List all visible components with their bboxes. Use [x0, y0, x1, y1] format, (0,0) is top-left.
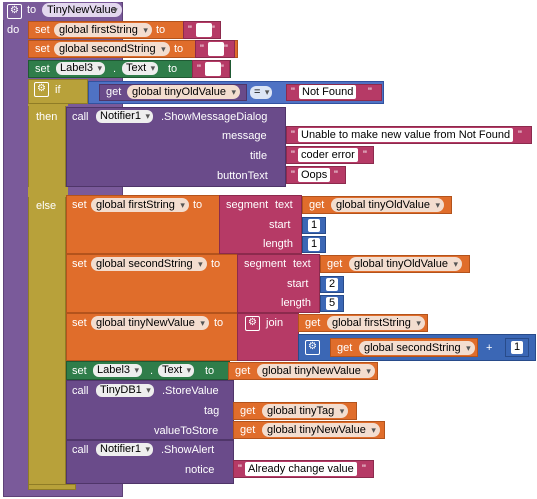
- param-title-label: title: [250, 150, 268, 162]
- if-then-else-block[interactable]: [28, 79, 66, 490]
- set-label: set: [35, 63, 50, 75]
- var-tinyOldValue-field[interactable]: global tinyOldValue: [349, 257, 462, 271]
- segment-block-1[interactable]: [219, 195, 302, 254]
- gear-icon[interactable]: ⚙: [305, 340, 320, 355]
- to-label: to: [193, 199, 203, 211]
- join-label: join: [266, 317, 284, 329]
- segment-length-label: length: [281, 297, 311, 309]
- var-tinyOldValue-field[interactable]: global tinyOldValue: [331, 198, 444, 212]
- get-label: get: [337, 342, 353, 354]
- segment-label: segment: [244, 258, 287, 270]
- var-secondString-field[interactable]: global secondString: [91, 257, 207, 271]
- param-message-label: message: [222, 130, 267, 142]
- method-storeValue: .StoreValue: [162, 385, 219, 397]
- tinydb1-component-dropdown[interactable]: TinyDB1: [96, 384, 154, 397]
- segment-label: segment: [226, 199, 269, 211]
- notifier1-component-dropdown[interactable]: Notifier1: [96, 443, 153, 456]
- var-secondString-field[interactable]: global secondString: [359, 341, 475, 355]
- procedure-name-field[interactable]: TinyNewValue: [42, 3, 122, 17]
- segment-start-label: start: [287, 278, 309, 290]
- param-notice-label: notice: [185, 464, 215, 476]
- label3-component-dropdown[interactable]: Label3: [56, 62, 106, 75]
- number-2[interactable]: 2: [326, 278, 339, 291]
- string-coder-error[interactable]: coder error: [298, 148, 358, 162]
- var-firstString-field[interactable]: global firstString: [54, 23, 152, 37]
- gear-icon[interactable]: ⚙: [245, 316, 260, 331]
- var-firstString-field[interactable]: global firstString: [91, 198, 189, 212]
- var-firstString-field[interactable]: global firstString: [327, 316, 425, 330]
- number-1[interactable]: 1: [308, 219, 321, 232]
- get-label: get: [309, 199, 325, 211]
- call-label: call: [72, 444, 89, 456]
- set-label: set: [72, 199, 87, 211]
- number-1[interactable]: 1: [511, 341, 524, 354]
- method-showAlert: .ShowAlert: [161, 444, 215, 456]
- var-tinyNewValue-field[interactable]: global tinyNewValue: [91, 316, 209, 330]
- text-property-dropdown[interactable]: Text: [122, 62, 159, 75]
- var-tinyOldValue-field[interactable]: global tinyOldValue: [127, 85, 240, 99]
- get-label: get: [305, 317, 321, 329]
- text-property-dropdown[interactable]: Text: [158, 364, 195, 377]
- set-label: set: [72, 317, 87, 329]
- procedure-do-label: do: [7, 24, 20, 36]
- to-label: to: [205, 365, 215, 377]
- segment-start-label: start: [269, 219, 291, 231]
- number-1[interactable]: 1: [308, 238, 321, 251]
- dot-label: .: [150, 365, 154, 377]
- call-label: call: [72, 111, 89, 123]
- get-label: get: [327, 258, 343, 270]
- var-secondString-field[interactable]: global secondString: [54, 42, 170, 56]
- string-already-change[interactable]: Already change value: [245, 462, 357, 476]
- if-label: if: [55, 84, 61, 96]
- var-tinyNewValue-field[interactable]: global tinyNewValue: [257, 364, 375, 378]
- to-label: to: [174, 43, 184, 55]
- set-label: set: [35, 43, 50, 55]
- plus-label: +: [486, 342, 493, 354]
- get-label: get: [106, 86, 122, 98]
- else-label: else: [36, 200, 57, 212]
- set-label: set: [72, 258, 87, 270]
- string-unable-message[interactable]: Unable to make new value from Not Found: [298, 128, 514, 142]
- string-not-found[interactable]: Not Found: [299, 85, 357, 99]
- to-label: to: [156, 24, 166, 36]
- label3-component-dropdown[interactable]: Label3: [93, 364, 143, 377]
- to-label: to: [168, 63, 178, 75]
- equals-operator-dropdown[interactable]: =: [250, 86, 273, 99]
- segment-text-label: text: [293, 258, 311, 270]
- set-label: set: [72, 365, 87, 377]
- number-5[interactable]: 5: [326, 297, 339, 310]
- param-valueToStore-label: valueToStore: [154, 425, 219, 437]
- param-tag-label: tag: [204, 405, 220, 417]
- then-label: then: [36, 111, 58, 123]
- gear-icon[interactable]: ⚙: [7, 4, 22, 19]
- notifier1-component-dropdown[interactable]: Notifier1: [96, 110, 153, 123]
- to-label: to: [211, 258, 221, 270]
- call-label: call: [72, 385, 89, 397]
- get-label: get: [240, 405, 256, 417]
- var-tinyNewValue-field[interactable]: global tinyNewValue: [262, 423, 380, 437]
- dot-label: .: [113, 63, 117, 75]
- segment-block-2[interactable]: [237, 254, 320, 313]
- get-label: get: [240, 424, 256, 436]
- string-oops[interactable]: Oops: [298, 168, 331, 182]
- set-label: set: [35, 24, 50, 36]
- get-label: get: [235, 365, 251, 377]
- param-buttonText-label: buttonText: [217, 170, 268, 182]
- segment-text-label: text: [275, 199, 293, 211]
- procedure-to-label: to: [27, 4, 37, 16]
- empty-string[interactable]: [205, 62, 221, 76]
- to-label: to: [214, 317, 224, 329]
- segment-length-label: length: [263, 238, 293, 250]
- var-tinyTag-field[interactable]: global tinyTag: [262, 404, 349, 418]
- empty-string[interactable]: [196, 23, 212, 37]
- gear-icon[interactable]: ⚙: [34, 82, 49, 97]
- empty-string[interactable]: [208, 42, 224, 56]
- method-showMessageDialog: .ShowMessageDialog: [161, 111, 268, 123]
